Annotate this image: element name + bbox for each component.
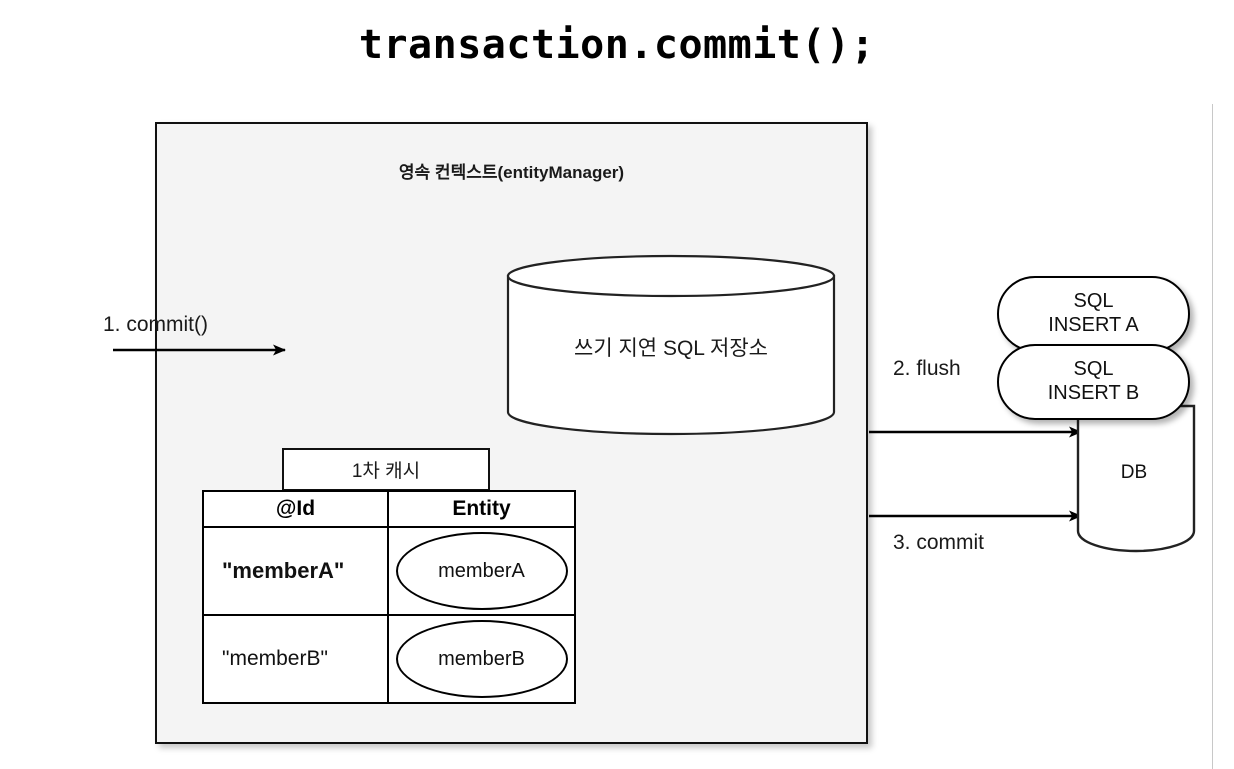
sql-insert-b-line2: INSERT B [1047, 382, 1140, 404]
sql-insert-a-line2: INSERT A [1048, 314, 1139, 336]
entity-oval-label: memberB [438, 647, 525, 670]
label-step-2-flush: 2. flush [893, 357, 961, 380]
db-cylinder-shape [1076, 404, 1196, 553]
sql-insert-a-line1: SQL [1073, 290, 1114, 313]
first-level-cache-tab: 1차 캐시 [282, 448, 490, 491]
sql-insert-a-pill: SQL INSERT A [997, 276, 1190, 352]
right-divider-rule [1212, 104, 1213, 769]
cell-entity-memberB: memberB [387, 614, 576, 704]
label-step-1-commit: 1. commit() [103, 313, 208, 336]
database-cylinder [1076, 398, 1196, 563]
entity-oval-memberB: memberB [395, 620, 568, 698]
table-header-row: @Id Entity [202, 490, 576, 528]
cell-id-memberA: "memberA" [202, 526, 389, 616]
table-row: "memberB" memberB [202, 614, 576, 704]
write-behind-sql-store-cylinder: 쓰기 지연 SQL 저장소 [506, 254, 836, 436]
label-step-3-commit: 3. commit [893, 531, 985, 554]
column-header-entity: Entity [387, 490, 576, 528]
write-behind-sql-store-label: 쓰기 지연 SQL 저장소 [574, 337, 768, 360]
database-label: DB [1120, 462, 1148, 483]
entity-oval-label: memberA [438, 559, 525, 582]
cell-entity-memberA: memberA [387, 526, 576, 616]
persistence-context-label: 영속 컨텍스트(entityManager) [398, 163, 625, 182]
page-title: transaction.commit(); [358, 22, 876, 68]
cylinder-shape [506, 254, 836, 436]
first-level-cache-tab-label: 1차 캐시 [351, 461, 421, 482]
entity-oval-memberA: memberA [395, 532, 568, 610]
first-level-cache-table: @Id Entity "memberA" memberA "memberB" m… [202, 490, 576, 704]
table-row: "memberA" memberA [202, 526, 576, 616]
column-header-id: @Id [202, 490, 389, 528]
cell-id-memberB: "memberB" [202, 614, 389, 704]
sql-insert-b-line1: SQL [1073, 358, 1114, 381]
sql-insert-b-pill: SQL INSERT B [997, 344, 1190, 420]
